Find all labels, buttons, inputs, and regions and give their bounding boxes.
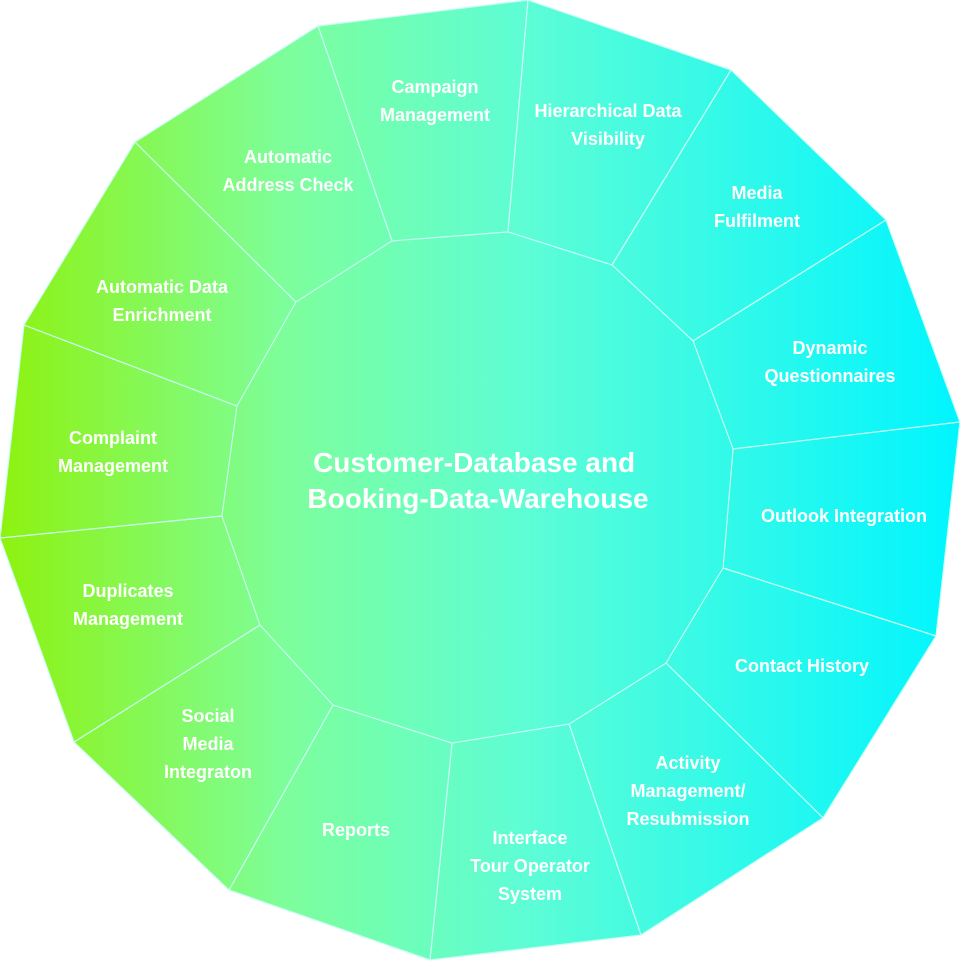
segment-label-line: Outlook Integration xyxy=(761,506,927,526)
segment-label-line: Management xyxy=(73,609,183,629)
segment-label-contact-history: Contact History xyxy=(735,656,869,676)
center-title-line-2: Booking-Data-Warehouse xyxy=(307,483,648,514)
segment-label-line: Activity xyxy=(655,753,720,773)
center-title-line-1: Customer-Database and xyxy=(313,447,635,478)
segment-label-line: Automatic Data xyxy=(96,277,229,297)
segment-label-line: Social xyxy=(181,706,234,726)
segment-label-line: Duplicates xyxy=(82,581,173,601)
segment-label-outlook-integration: Outlook Integration xyxy=(761,506,927,526)
segment-label-line: Visibility xyxy=(571,129,645,149)
segment-label-line: Contact History xyxy=(735,656,869,676)
segment-label-line: Questionnaires xyxy=(764,366,895,386)
segment-label-line: Media xyxy=(182,734,234,754)
segment-label-line: Campaign xyxy=(391,77,478,97)
segment-label-line: Integraton xyxy=(164,762,252,782)
segment-label-line: Resubmission xyxy=(626,809,749,829)
segment-label-line: Enrichment xyxy=(112,305,211,325)
segment-label-line: Interface xyxy=(492,828,567,848)
center-title: Customer-Database and Booking-Data-Wareh… xyxy=(307,447,648,514)
segment-label-reports: Reports xyxy=(322,820,390,840)
segment-label-line: Dynamic xyxy=(792,338,867,358)
segment-label-line: Fulfilment xyxy=(714,211,800,231)
segment-label-line: Media xyxy=(731,183,783,203)
segment-label-line: System xyxy=(498,884,562,904)
segment-label-line: Tour Operator xyxy=(470,856,590,876)
segment-label-line: Reports xyxy=(322,820,390,840)
segment-label-line: Management xyxy=(380,105,490,125)
segment-label-line: Address Check xyxy=(222,175,354,195)
segment-label-line: Hierarchical Data xyxy=(534,101,682,121)
segment-label-line: Management/ xyxy=(630,781,745,801)
segment-label-line: Management xyxy=(58,456,168,476)
center-hub xyxy=(221,231,734,744)
segment-label-line: Automatic xyxy=(244,147,332,167)
segment-label-line: Complaint xyxy=(69,428,157,448)
